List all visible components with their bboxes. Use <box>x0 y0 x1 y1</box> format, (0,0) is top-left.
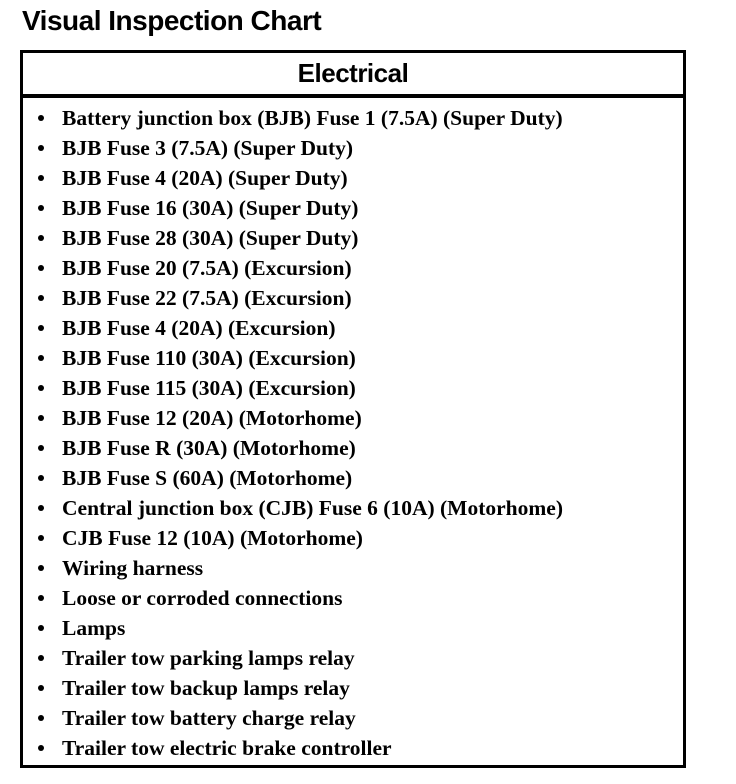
list-item: BJB Fuse 4 (20A) (Super Duty) <box>35 163 675 193</box>
list-item: BJB Fuse 115 (30A) (Excursion) <box>35 373 675 403</box>
bullet-icon <box>38 445 44 451</box>
list-item: BJB Fuse R (30A) (Motorhome) <box>35 433 675 463</box>
page-title: Visual Inspection Chart <box>22 5 322 36</box>
list-item: BJB Fuse 110 (30A) (Excursion) <box>35 343 675 373</box>
list-item: Trailer tow battery charge relay <box>35 703 675 733</box>
inspection-item-text: Wiring harness <box>62 556 204 580</box>
bullet-icon <box>38 355 44 361</box>
list-item: BJB Fuse 12 (20A) (Motorhome) <box>35 403 675 433</box>
list-item: BJB Fuse 4 (20A) (Excursion) <box>35 313 675 343</box>
bullet-icon <box>38 475 44 481</box>
bullet-icon <box>38 115 44 121</box>
bullet-icon <box>38 265 44 271</box>
list-item: Lamps <box>35 613 675 643</box>
inspection-item-text: BJB Fuse 115 (30A) (Excursion) <box>62 376 356 400</box>
inspection-item-text: BJB Fuse 3 (7.5A) (Super Duty) <box>62 136 354 160</box>
inspection-item-text: CJB Fuse 12 (10A) (Motorhome) <box>62 526 363 550</box>
inspection-item-text: BJB Fuse 110 (30A) (Excursion) <box>62 346 356 370</box>
inspection-item-text: BJB Fuse 4 (20A) (Excursion) <box>62 316 336 340</box>
inspection-item-text: BJB Fuse 12 (20A) (Motorhome) <box>62 406 362 430</box>
bullet-icon <box>38 175 44 181</box>
inspection-item-text: Trailer tow battery charge relay <box>62 706 356 730</box>
list-item: Trailer tow parking lamps relay <box>35 643 675 673</box>
bullet-icon <box>38 415 44 421</box>
bullet-icon <box>38 655 44 661</box>
list-item: BJB Fuse S (60A) (Motorhome) <box>35 463 675 493</box>
bullet-icon <box>38 505 44 511</box>
visual-inspection-table: Electrical Battery junction box (BJB) Fu… <box>20 50 686 768</box>
list-item: BJB Fuse 16 (30A) (Super Duty) <box>35 193 675 223</box>
inspection-item-text: BJB Fuse R (30A) (Motorhome) <box>62 436 356 460</box>
bullet-icon <box>38 595 44 601</box>
inspection-item-text: Trailer tow backup lamps relay <box>62 676 350 700</box>
bullet-icon <box>38 535 44 541</box>
bullet-icon <box>38 235 44 241</box>
inspection-item-text: Lamps <box>62 616 126 640</box>
list-item: Trailer tow backup lamps relay <box>35 673 675 703</box>
inspection-item-text: BJB Fuse 16 (30A) (Super Duty) <box>62 196 359 220</box>
inspection-item-text: Battery junction box (BJB) Fuse 1 (7.5A)… <box>62 106 563 130</box>
inspection-item-text: BJB Fuse 22 (7.5A) (Excursion) <box>62 286 352 310</box>
inspection-item-text: BJB Fuse 20 (7.5A) (Excursion) <box>62 256 352 280</box>
inspection-item-text: Central junction box (CJB) Fuse 6 (10A) … <box>62 496 563 520</box>
list-item: Wiring harness <box>35 553 675 583</box>
inspection-item-list: Battery junction box (BJB) Fuse 1 (7.5A)… <box>23 98 683 763</box>
list-item: BJB Fuse 22 (7.5A) (Excursion) <box>35 283 675 313</box>
inspection-item-text: Trailer tow parking lamps relay <box>62 646 355 670</box>
inspection-item-text: Trailer tow electric brake controller <box>62 736 392 760</box>
bullet-icon <box>38 205 44 211</box>
list-item: Central junction box (CJB) Fuse 6 (10A) … <box>35 493 675 523</box>
bullet-icon <box>38 325 44 331</box>
bullet-icon <box>38 565 44 571</box>
list-item: Loose or corroded connections <box>35 583 675 613</box>
list-item: BJB Fuse 3 (7.5A) (Super Duty) <box>35 133 675 163</box>
list-item: CJB Fuse 12 (10A) (Motorhome) <box>35 523 675 553</box>
bullet-icon <box>38 685 44 691</box>
list-item: Battery junction box (BJB) Fuse 1 (7.5A)… <box>35 103 675 133</box>
bullet-icon <box>38 145 44 151</box>
bullet-icon <box>38 715 44 721</box>
inspection-item-text: BJB Fuse 4 (20A) (Super Duty) <box>62 166 348 190</box>
inspection-item-text: Loose or corroded connections <box>62 586 343 610</box>
inspection-item-text: BJB Fuse 28 (30A) (Super Duty) <box>62 226 359 250</box>
list-item: Trailer tow electric brake controller <box>35 733 675 763</box>
bullet-icon <box>38 625 44 631</box>
bullet-icon <box>38 745 44 751</box>
inspection-item-text: BJB Fuse S (60A) (Motorhome) <box>62 466 353 490</box>
list-item: BJB Fuse 28 (30A) (Super Duty) <box>35 223 675 253</box>
bullet-icon <box>38 385 44 391</box>
table-header-electrical: Electrical <box>23 53 683 98</box>
bullet-icon <box>38 295 44 301</box>
list-item: BJB Fuse 20 (7.5A) (Excursion) <box>35 253 675 283</box>
